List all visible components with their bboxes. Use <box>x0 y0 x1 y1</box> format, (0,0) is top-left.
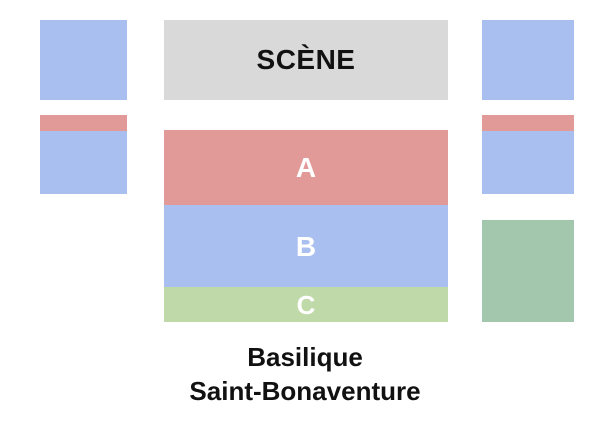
section-a-label: A <box>295 152 317 183</box>
venue-name: Basilique Saint-Bonaventure <box>140 340 470 408</box>
section-b-label: B <box>295 231 317 262</box>
section-a[interactable]: A <box>164 130 448 205</box>
right-upper-blue-block[interactable] <box>482 20 574 100</box>
section-c-label: C <box>296 290 316 320</box>
venue-name-line1: Basilique <box>247 342 363 372</box>
right-green-block[interactable] <box>482 220 574 322</box>
section-c[interactable]: C <box>164 287 448 322</box>
venue-name-line2: Saint-Bonaventure <box>189 376 421 406</box>
stage-block[interactable]: SCÈNE <box>164 20 448 100</box>
right-red-strip[interactable] <box>482 115 574 131</box>
left-lower-blue-block[interactable] <box>40 131 127 194</box>
section-b[interactable]: B <box>164 205 448 287</box>
left-upper-blue-block[interactable] <box>40 20 127 100</box>
left-red-strip[interactable] <box>40 115 127 131</box>
right-lower-blue-block[interactable] <box>482 131 574 194</box>
stage-label: SCÈNE <box>256 44 356 75</box>
